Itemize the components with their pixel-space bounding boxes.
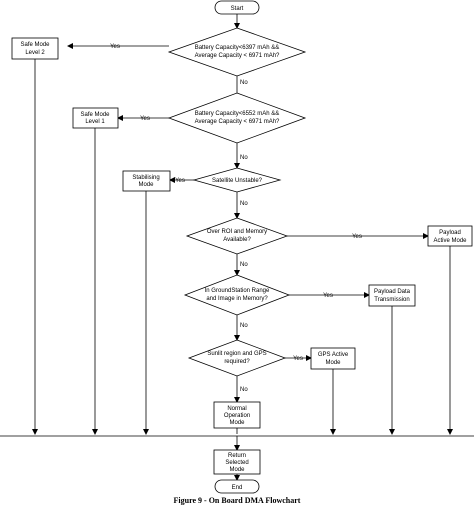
figure-caption: Figure 9 - On Board DMA Flowchart	[174, 496, 301, 505]
decision-sunlit-gps: Sunlit region and GPS required?	[187, 339, 287, 377]
mode-text: GPS Active	[318, 352, 349, 358]
start-label: Start	[231, 6, 244, 12]
no-label: No	[240, 201, 248, 207]
mode-text: Mode	[229, 467, 245, 473]
mode-text: Mode	[229, 420, 245, 426]
no-label: No	[240, 387, 248, 393]
yes-label: Yes	[110, 44, 120, 50]
no-label: No	[240, 323, 248, 329]
decision-over-roi: Over ROI and Memory Available?	[185, 217, 289, 255]
decision-text: In GroundStation Range	[205, 288, 270, 294]
mode-text: Normal	[227, 406, 246, 412]
mode-text: Return	[228, 453, 246, 459]
mode-text: Operation	[224, 413, 250, 419]
yes-label: Yes	[175, 178, 185, 184]
decision-text: Satellite Unstable?	[212, 178, 263, 184]
start-terminal: Start	[214, 0, 260, 15]
end-label: End	[232, 485, 243, 491]
decision-text: and Image in Memory?	[206, 296, 268, 302]
decision-text: Battery Capacity<6397 mAh &&	[195, 45, 280, 51]
end-terminal: End	[214, 479, 260, 494]
mode-text: Level 1	[85, 119, 105, 125]
no-label: No	[240, 80, 248, 86]
mode-gps-active: GPS Active Mode	[310, 347, 356, 370]
mode-payload-data-transmission: Payload Data Transmission	[368, 284, 416, 307]
mode-text: Active Mode	[433, 238, 467, 244]
mode-return-selected: Return Selected Mode	[213, 449, 261, 475]
decision-text: Over ROI and Memory	[207, 229, 267, 235]
mode-text: Safe Mode	[20, 42, 50, 48]
decision-text: Average Capacity < 6971 mAh?	[195, 53, 280, 59]
decision-text: Battery Capacity<6552 mAh &&	[195, 111, 280, 117]
mode-payload-active: Payload Active Mode	[427, 225, 473, 247]
mode-safe-level2: Safe Mode Level 2	[11, 37, 59, 60]
mode-safe-level1: Safe Mode Level 1	[72, 107, 119, 129]
decision-text: Average Capacity < 6971 mAh?	[195, 119, 280, 125]
no-label: No	[240, 262, 248, 268]
mode-text: Transmission	[374, 297, 409, 303]
mode-text: Mode	[138, 182, 154, 188]
decision-battery-level2: Battery Capacity<6397 mAh && Average Cap…	[167, 27, 307, 77]
mode-text: Stabilising	[132, 175, 159, 181]
no-label: No	[240, 155, 248, 161]
decision-battery-level1: Battery Capacity<6552 mAh && Average Cap…	[167, 92, 307, 144]
mode-text: Payload	[439, 230, 461, 236]
decision-text: Available?	[223, 237, 251, 243]
mode-text: Safe Mode	[80, 112, 110, 118]
yes-label: Yes	[140, 116, 150, 122]
mode-stabilising: Stabilising Mode	[122, 170, 171, 192]
decision-satellite-unstable: Satellite Unstable?	[192, 167, 282, 193]
decision-groundstation: In GroundStation Range and Image in Memo…	[183, 274, 291, 316]
mode-text: Selected	[225, 460, 248, 466]
mode-text: Level 2	[25, 50, 45, 56]
decision-text: Sunlit region and GPS	[207, 351, 266, 357]
decision-text: required?	[224, 359, 250, 365]
mode-text: Payload Data	[374, 289, 411, 295]
yes-label: Yes	[323, 293, 333, 299]
mode-text: Mode	[325, 360, 341, 366]
yes-label: Yes	[352, 234, 362, 240]
mode-normal-operation: Normal Operation Mode	[213, 401, 261, 429]
yes-label: Yes	[293, 356, 303, 362]
